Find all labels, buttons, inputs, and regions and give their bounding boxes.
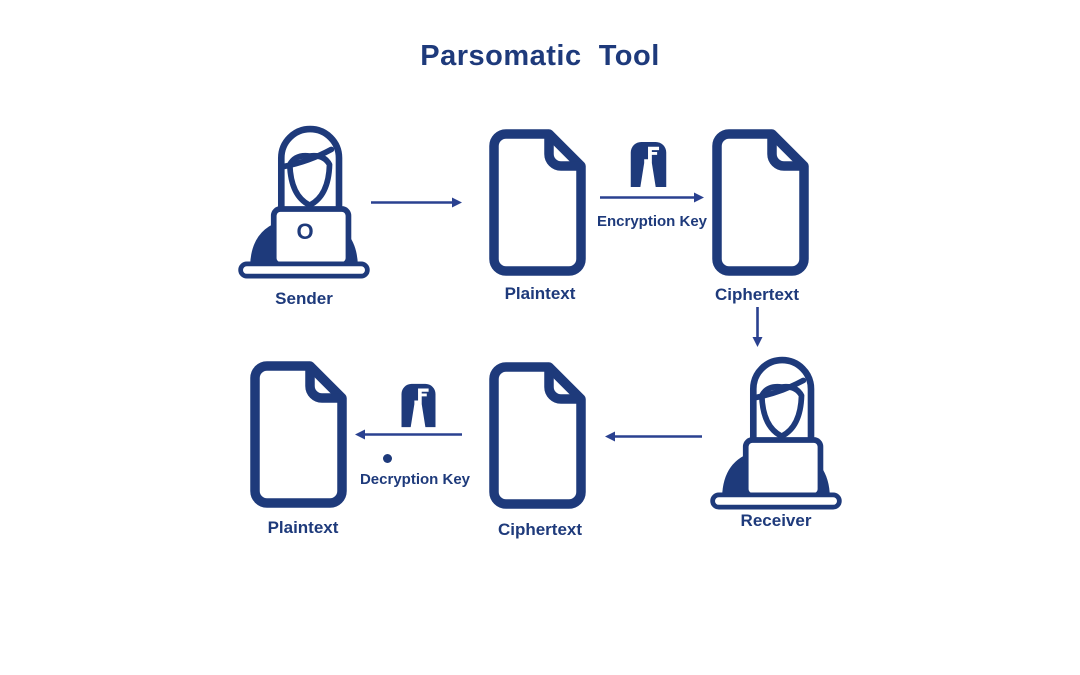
document-icon — [250, 361, 347, 508]
document-icon — [712, 129, 809, 276]
document-icon — [489, 362, 586, 509]
ciphertext-bottom-label: Ciphertext — [497, 520, 583, 539]
plaintext-top-label: Plaintext — [504, 284, 576, 303]
dot — [383, 454, 392, 463]
sender-label: Sender — [275, 289, 333, 308]
person-at-laptop-icon — [705, 353, 847, 510]
encryption-key-label: Encryption Key — [596, 213, 708, 230]
key-icon — [401, 383, 436, 428]
page-title: Parsomatic Tool — [420, 40, 660, 72]
arrow-ciphertext-to-plaintext — [355, 429, 462, 440]
plaintext-bottom-label: Plaintext — [267, 518, 339, 537]
decryption-key-label: Decryption Key — [359, 471, 471, 488]
arrow-ciphertext-to-receiver — [752, 307, 763, 347]
person-at-laptop-icon — [233, 122, 375, 279]
arrow-receiver-to-ciphertext — [605, 431, 702, 442]
arrow-plaintext-to-ciphertext — [600, 192, 704, 203]
arrow-sender-to-plaintext — [371, 197, 462, 208]
laptop-logo: O — [296, 219, 314, 244]
document-icon — [489, 129, 586, 276]
key-icon — [630, 141, 667, 188]
receiver-label: Receiver — [740, 511, 812, 530]
ciphertext-top-label: Ciphertext — [714, 285, 800, 304]
